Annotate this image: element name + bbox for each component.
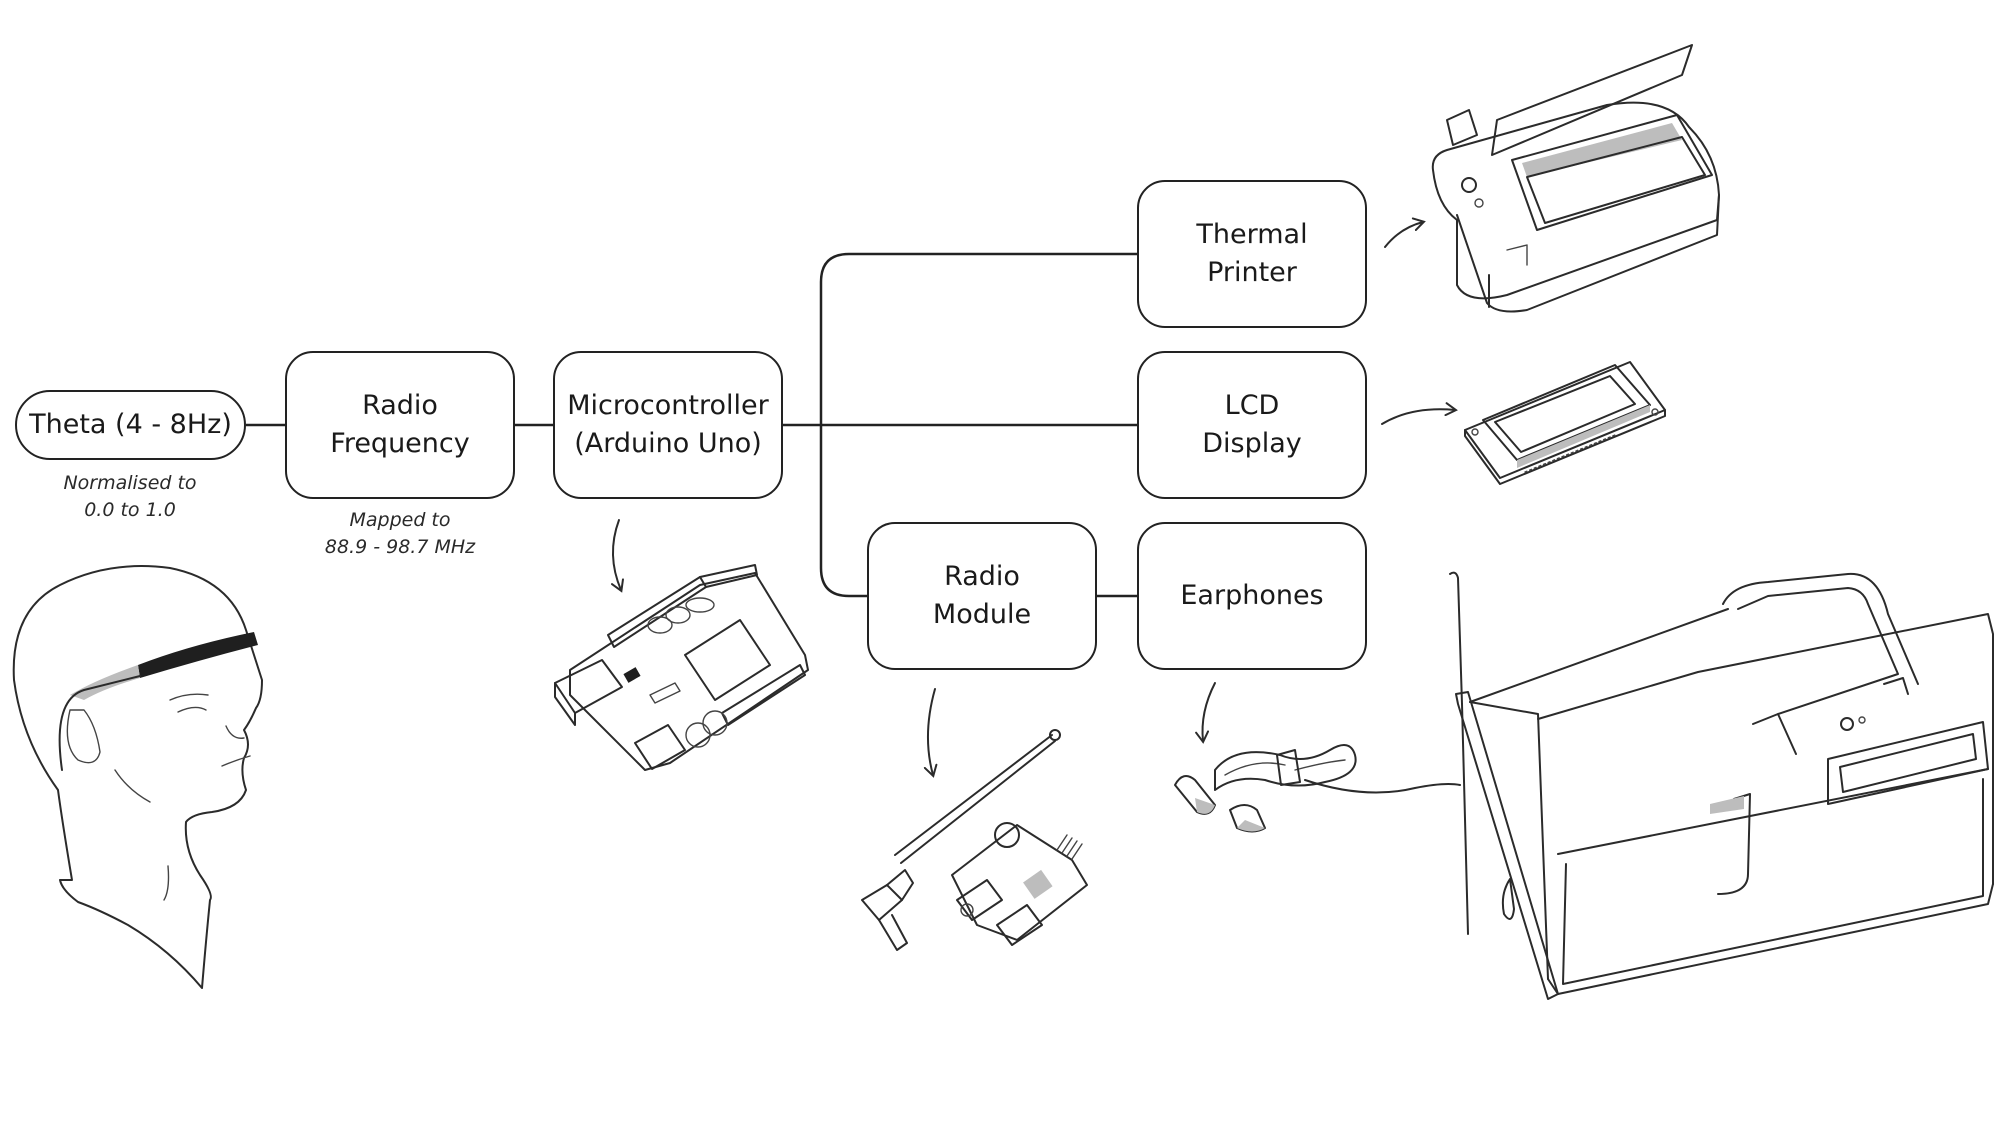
theta-annotation-line-1: Normalised to [63, 472, 197, 494]
head-with-headband-illustration [12, 565, 263, 989]
arduino-uno-illustration [554, 564, 809, 771]
arrow-to-lcd [1381, 402, 1458, 425]
node-theta[interactable]: Theta (4 - 8Hz) [15, 390, 246, 460]
theta-annotation-line-2: 0.0 to 1.0 [84, 499, 176, 521]
arrow-to-earphones [1195, 682, 1216, 744]
node-lcd-display[interactable]: LCD Display [1137, 351, 1367, 499]
node-thermal-printer-line-1: Thermal [1196, 219, 1308, 250]
assembled-device-illustration [1449, 571, 1994, 1000]
node-theta-label: Theta (4 - 8Hz) [29, 409, 232, 440]
node-radio-frequency-line-1: Radio [362, 390, 438, 421]
lcd-module-illustration [1464, 361, 1666, 485]
node-microcontroller-line-2: (Arduino Uno) [574, 428, 762, 459]
radio-module-illustration [861, 729, 1088, 951]
thermal-printer-illustration [1431, 44, 1720, 313]
node-radio-module[interactable]: Radio Module [867, 522, 1097, 670]
node-thermal-printer[interactable]: Thermal Printer [1137, 180, 1367, 328]
arrow-to-printer [1384, 217, 1426, 248]
arrow-to-radio-module [923, 688, 938, 778]
rf-annotation-line-2: 88.9 - 98.7 MHz [324, 536, 476, 558]
node-radio-frequency[interactable]: Radio Frequency [285, 351, 515, 499]
node-earphones[interactable]: Earphones [1137, 522, 1367, 670]
rf-annotation-line-1: Mapped to [349, 509, 451, 531]
earphones-illustration [1174, 744, 1461, 833]
node-microcontroller[interactable]: Microcontroller (Arduino Uno) [553, 351, 783, 499]
node-radio-frequency-line-2: Frequency [330, 428, 470, 459]
edge-mcu-to-radio-module [819, 425, 867, 598]
edge-mcu-to-printer [819, 252, 1137, 425]
arrow-to-arduino [610, 519, 624, 593]
theta-annotation: Normalised to 0.0 to 1.0 [30, 470, 230, 524]
node-lcd-display-line-2: Display [1202, 428, 1302, 459]
node-lcd-display-line-1: LCD [1224, 390, 1280, 421]
node-thermal-printer-line-2: Printer [1207, 257, 1297, 288]
node-microcontroller-line-1: Microcontroller [567, 390, 769, 421]
node-radio-module-line-1: Radio [944, 561, 1020, 592]
rf-annotation: Mapped to 88.9 - 98.7 MHz [300, 507, 500, 561]
pointer-arrows [610, 217, 1458, 778]
connectors [246, 252, 1137, 598]
node-radio-module-line-2: Module [932, 599, 1032, 630]
node-earphones-label: Earphones [1180, 580, 1324, 611]
